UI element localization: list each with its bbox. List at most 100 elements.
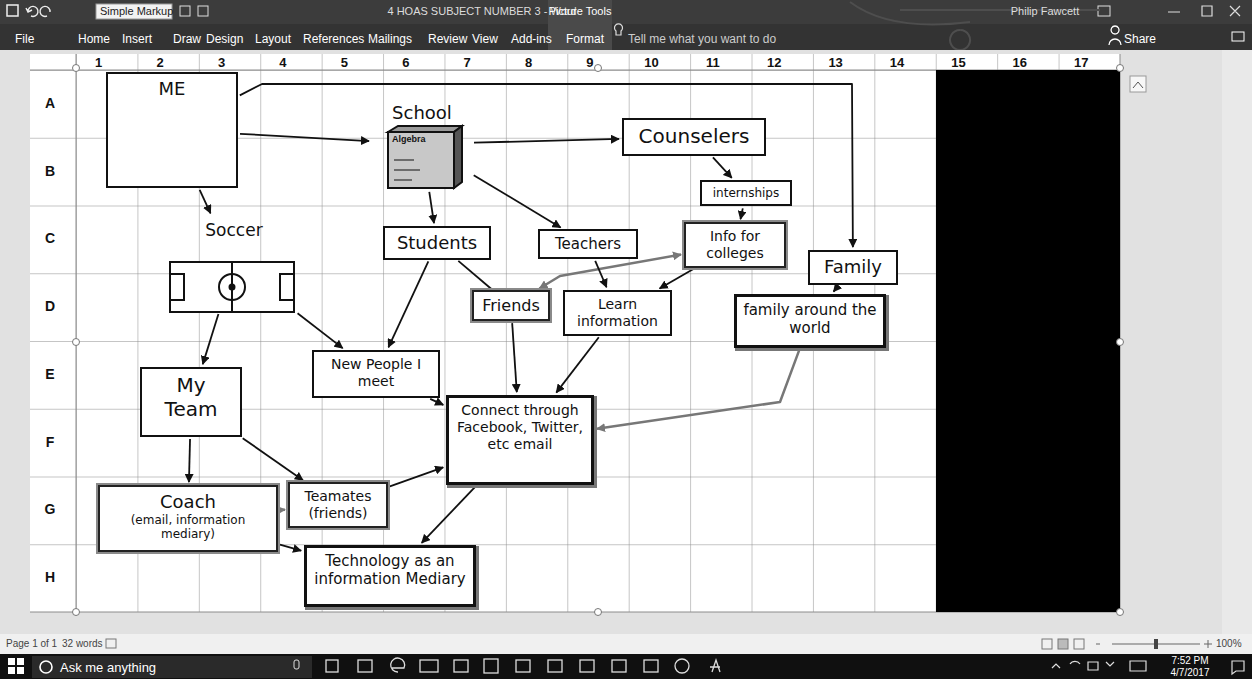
connector-arrow bbox=[556, 337, 598, 392]
taskbar bbox=[644, 660, 658, 672]
soccer-field bbox=[230, 285, 235, 290]
ribbon-tab: File bbox=[15, 32, 34, 46]
taskbar bbox=[516, 660, 530, 672]
taskbar bbox=[484, 659, 498, 673]
book-illustration bbox=[454, 126, 462, 188]
selection-handle bbox=[595, 609, 602, 616]
node-text: Connect through Facebook, Twitter, etc e… bbox=[455, 402, 585, 452]
title-bar-text: 4 HOAS SUBJECT NUMBER 3 - Word bbox=[387, 5, 576, 18]
concept-box: Family bbox=[808, 250, 898, 285]
taskbar bbox=[548, 660, 562, 672]
row-letter: C bbox=[45, 230, 55, 247]
column-number: 15 bbox=[951, 55, 965, 71]
concept-box: Info for colleges bbox=[684, 222, 786, 268]
column-number: 7 bbox=[464, 55, 471, 71]
concept-box: Teamates (friends) bbox=[288, 482, 388, 528]
taskbar bbox=[454, 660, 468, 672]
connector-arrow bbox=[280, 508, 285, 511]
ribbon-tab: Mailings bbox=[368, 32, 412, 46]
connector-arrow bbox=[660, 269, 694, 289]
column-number: 9 bbox=[586, 55, 593, 71]
connector-arrow bbox=[203, 314, 219, 364]
connector-arrow bbox=[200, 190, 211, 213]
node-text: Learn information bbox=[571, 296, 664, 330]
column-number: 16 bbox=[1013, 55, 1027, 71]
node-text: internships bbox=[708, 186, 784, 200]
concept-box: Coach(email, information mediary) bbox=[98, 485, 278, 552]
ribbon-tab: Format bbox=[566, 32, 604, 46]
column-number: 13 bbox=[828, 55, 842, 71]
taskbar bbox=[420, 660, 438, 672]
connector-arrow bbox=[280, 545, 301, 551]
layout-options-icon bbox=[1133, 82, 1143, 88]
grid-picture bbox=[936, 70, 1120, 612]
grid-picture bbox=[30, 54, 1120, 612]
selection-handle bbox=[1117, 339, 1124, 346]
ribbon-tab: Add-ins bbox=[511, 32, 552, 46]
taskbar bbox=[0, 654, 1252, 679]
column-number: 14 bbox=[890, 55, 904, 71]
ribbon-tab: Review bbox=[428, 32, 467, 46]
row-letter: G bbox=[45, 501, 56, 518]
soccer-node: Soccer bbox=[168, 216, 300, 312]
column-number: 10 bbox=[644, 55, 658, 71]
connector-arrow bbox=[741, 208, 743, 219]
connector-arrow bbox=[713, 157, 732, 177]
status-bar bbox=[0, 634, 1252, 654]
selection-handle bbox=[1117, 65, 1124, 72]
concept-box: Teachers bbox=[538, 229, 638, 259]
scrollbar bbox=[1222, 50, 1252, 634]
row-letter: E bbox=[45, 366, 54, 383]
taskbar bbox=[40, 661, 52, 673]
taskbar bbox=[8, 658, 24, 674]
taskbar bbox=[1052, 661, 1244, 674]
row-letter: H bbox=[45, 569, 55, 586]
node-text: Teamates (friends) bbox=[296, 488, 380, 522]
grid-picture bbox=[30, 54, 1120, 612]
me-box: ME bbox=[106, 72, 238, 188]
connector-arrow bbox=[595, 261, 606, 287]
ribbon-tab: Draw bbox=[173, 32, 201, 46]
ribbon-tab: Layout bbox=[255, 32, 291, 46]
status-bar bbox=[1058, 639, 1068, 649]
node-text: (email, information mediary) bbox=[106, 513, 270, 542]
taskbar bbox=[612, 660, 626, 672]
search-box-text: Ask me anything bbox=[60, 660, 156, 676]
concept-box: family around the world bbox=[734, 294, 886, 348]
connector-arrow bbox=[458, 261, 491, 289]
column-number: 12 bbox=[767, 55, 781, 71]
title-bar bbox=[198, 6, 208, 16]
title-bar bbox=[548, 0, 612, 50]
node-text: School bbox=[378, 102, 466, 124]
ribbon-tab: References bbox=[303, 32, 364, 46]
node-text: Info for colleges bbox=[692, 228, 778, 262]
concept-box: Technology as an information Mediary bbox=[304, 545, 476, 607]
soccer-field bbox=[280, 274, 294, 300]
concept-box: Counselers bbox=[622, 118, 766, 156]
concept-box: Students bbox=[383, 226, 491, 260]
layout-options-button bbox=[1130, 76, 1146, 92]
title-bar bbox=[1232, 32, 1244, 41]
node-text: My Team bbox=[148, 373, 234, 421]
node-text: Coach bbox=[106, 491, 270, 513]
column-number: 4 bbox=[279, 55, 286, 71]
row-letter: F bbox=[46, 434, 55, 451]
node-text: New People I meet bbox=[320, 356, 432, 390]
title-bar bbox=[1109, 26, 1121, 45]
connector-arrow bbox=[422, 486, 476, 542]
taskbar bbox=[580, 660, 594, 672]
hub-box: Connect through Facebook, Twitter, etc e… bbox=[446, 395, 594, 485]
taskbar bbox=[0, 654, 1252, 679]
taskbar bbox=[326, 658, 720, 673]
title-bar bbox=[1168, 6, 1240, 16]
connector-arrow bbox=[834, 287, 838, 292]
taskbar bbox=[675, 659, 689, 673]
column-number: 6 bbox=[402, 55, 409, 71]
row-letter: D bbox=[45, 298, 55, 315]
status-bar bbox=[1096, 640, 1212, 648]
connector-arrow bbox=[240, 134, 369, 141]
clock-text: 4/7/2017 bbox=[1171, 667, 1210, 679]
status-bar bbox=[1074, 639, 1084, 649]
title-bar-text: Philip Fawcett bbox=[1011, 5, 1079, 18]
